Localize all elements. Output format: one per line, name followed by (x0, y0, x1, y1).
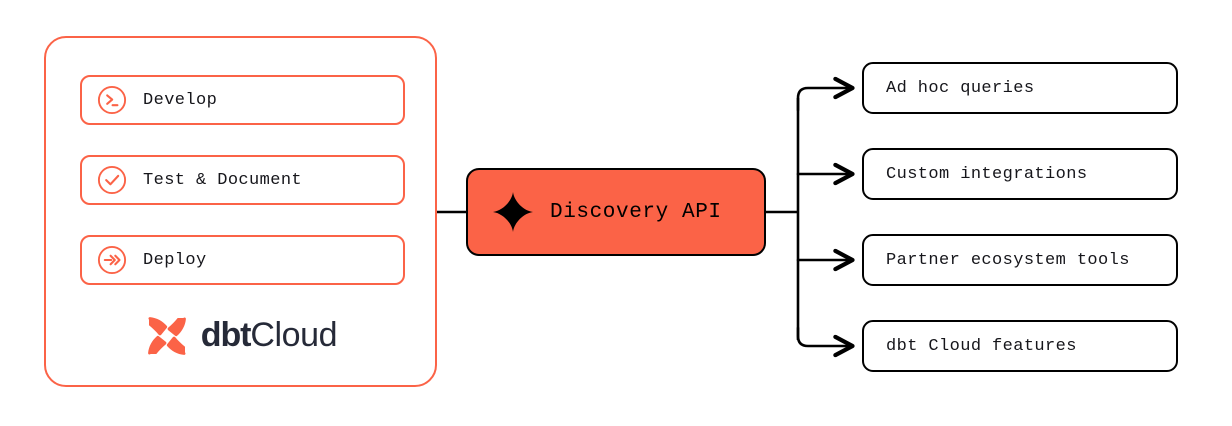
discovery-api-node[interactable]: Discovery API (466, 168, 766, 256)
output-label: Custom integrations (886, 164, 1088, 184)
wordmark-cloud: Cloud (250, 316, 338, 354)
stage-label: Test & Document (143, 170, 303, 190)
output-label: Partner ecosystem tools (886, 250, 1130, 270)
stage-label: Develop (143, 90, 218, 110)
output-box-dbt-cloud-features[interactable]: dbt Cloud features (862, 320, 1178, 372)
output-box-partner-ecosystem-tools[interactable]: Partner ecosystem tools (862, 234, 1178, 286)
stage-item-deploy[interactable]: Deploy (80, 235, 405, 285)
output-box-custom-integrations[interactable]: Custom integrations (862, 148, 1178, 200)
wordmark-dbt: dbt (200, 316, 252, 354)
sparkle-icon (493, 192, 533, 232)
stage-label: Deploy (143, 250, 207, 270)
output-box-ad-hoc-queries[interactable]: Ad hoc queries (862, 62, 1178, 114)
terminal-prompt-icon (97, 85, 127, 115)
dbt-cloud-wordmark: dbtCloud (200, 316, 338, 354)
output-label: dbt Cloud features (886, 336, 1077, 356)
output-label: Ad hoc queries (886, 78, 1035, 98)
double-chevron-right-icon (97, 245, 127, 275)
stage-item-develop[interactable]: Develop (80, 75, 405, 125)
dbt-cloud-logo: dbtCloud (46, 306, 435, 366)
discovery-api-label: Discovery API (550, 200, 722, 224)
stage-item-test-and-document[interactable]: Test & Document (80, 155, 405, 205)
check-circle-icon (97, 165, 127, 195)
dbt-logo-mark (147, 317, 186, 355)
dbt-cloud-card: Develop Test & Document Deploy (44, 36, 437, 387)
